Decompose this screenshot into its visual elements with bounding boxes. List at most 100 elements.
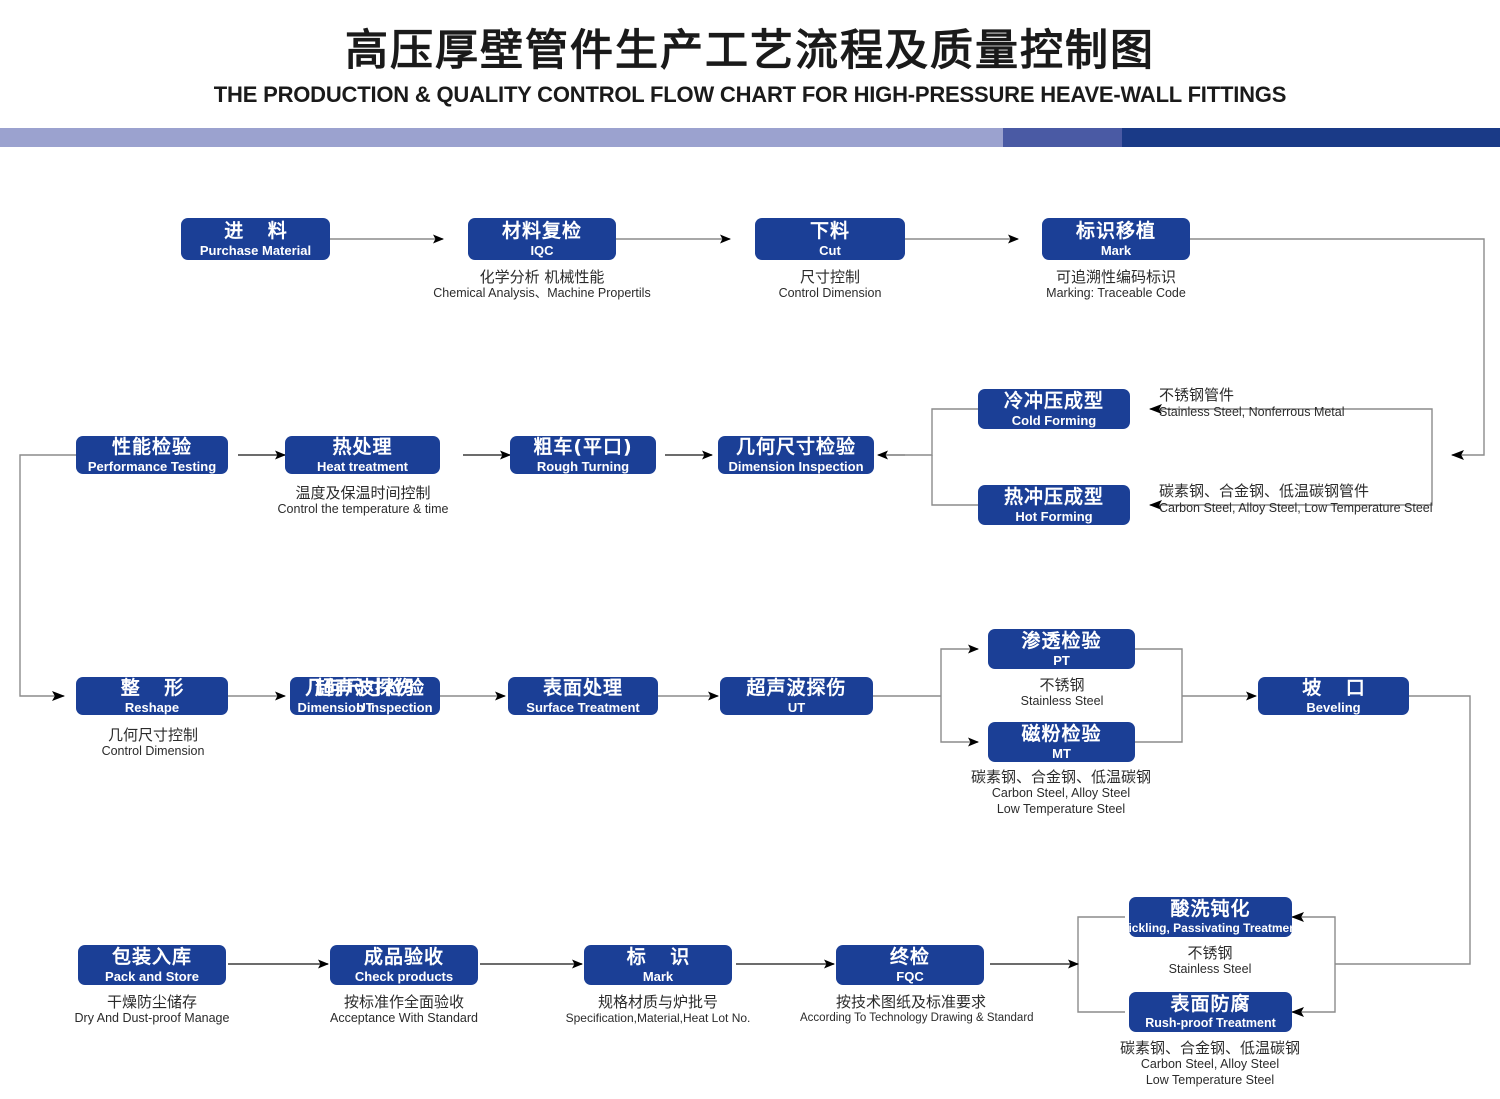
- node-label-cn: 下料: [809, 219, 850, 242]
- node-label-cn: 终检: [889, 945, 930, 968]
- sidelabel-cn: 碳素钢、合金钢、低温碳钢管件: [1159, 482, 1370, 500]
- sidelabel-cn: 不锈钢管件: [1159, 386, 1235, 404]
- node-label-cn: 性能检验: [111, 435, 192, 458]
- node-label-en: MT: [1052, 745, 1071, 761]
- node-purchase-material[interactable]: 进 料 Purchase Material: [181, 218, 330, 260]
- node-pickling-passivating[interactable]: 酸洗钝化 Pickling, Passivating Treatment: [1120, 897, 1301, 937]
- note-cn: 按技术图纸及标准要求: [835, 993, 986, 1011]
- node-label-cn: 表面防腐: [1170, 992, 1251, 1015]
- node-label-en: FQC: [896, 968, 924, 984]
- note-reshape: 几何尺寸控制 Control Dimension: [28, 726, 278, 760]
- note-en: Control the temperature & time: [277, 502, 449, 517]
- node-cold-forming[interactable]: 冷冲压成型 Cold Forming: [978, 389, 1130, 429]
- node-label-cn: 冷冲压成型: [1003, 389, 1104, 412]
- note-cn: 几何尺寸控制: [107, 726, 198, 744]
- note-en: Marking: Traceable Code: [1046, 286, 1186, 301]
- node-surface-treatment[interactable]: 表面处理 Surface Treatment: [508, 677, 658, 715]
- note-en-line1: Carbon Steel, Alloy Steel: [1140, 1057, 1280, 1072]
- node-label-en: Dimension Inspection: [297, 699, 433, 715]
- node-label-cn: 酸洗钝化: [1170, 898, 1251, 920]
- node-label-en: Rush-proof Treatment: [1145, 1015, 1276, 1030]
- node-label-en: Pickling, Passivating Treatment: [1120, 921, 1301, 935]
- node-label-en: Cut: [819, 242, 841, 258]
- note-pickling: 不锈钢 Stainless Steel: [1110, 944, 1310, 978]
- node-label-en: Hot Forming: [1015, 508, 1093, 524]
- note-pt: 不锈钢 Stainless Steel: [962, 676, 1162, 710]
- node-rough-turning[interactable]: 粗车(平口) Rough Turning: [510, 436, 656, 474]
- note-en: Control Dimension: [778, 286, 882, 301]
- note-mt: 碳素钢、合金钢、低温碳钢 Carbon Steel, Alloy Steel L…: [941, 768, 1181, 817]
- node-pt[interactable]: 渗透检验 PT: [988, 629, 1135, 669]
- node-heat-treatment[interactable]: 热处理 Heat treatment: [285, 436, 440, 474]
- node-label-cn: 超声波探伤: [746, 676, 847, 699]
- note-cn: 干燥防尘储存: [106, 993, 197, 1011]
- node-mark-final[interactable]: 标 识 Mark: [584, 945, 732, 985]
- node-label-cn: 几何尺寸检验: [735, 435, 856, 458]
- node-reshape[interactable]: 整 形 Reshape: [76, 677, 228, 715]
- note-mark-final: 规格材质与炉批号 Specification,Material,Heat Lot…: [547, 993, 769, 1026]
- node-label-en: Mark: [642, 968, 674, 984]
- header-bar-segment-medium: [1003, 128, 1122, 147]
- note-cn: 按标准作全面验收: [343, 993, 464, 1011]
- node-label-cn: 热冲压成型: [1003, 485, 1104, 508]
- note-en: Specification,Material,Heat Lot No.: [565, 1011, 751, 1026]
- note-en-line2: Low Temperature Steel: [1145, 1072, 1275, 1087]
- node-label-en: Heat treatment: [316, 458, 409, 474]
- node-label-en: Pack and Store: [105, 968, 199, 984]
- node-label-en: Mark: [1100, 242, 1132, 258]
- note-fqc: 按技术图纸及标准要求 According To Technology Drawi…: [800, 993, 1034, 1025]
- note-cn: 尺寸控制: [799, 268, 860, 286]
- note-cn: 可追溯性编码标识: [1055, 268, 1176, 286]
- note-heat-treatment: 温度及保温时间控制 Control the temperature & time: [238, 484, 488, 518]
- node-iqc[interactable]: 材料复检 IQC: [468, 218, 616, 260]
- node-pack-and-store[interactable]: 包装入库 Pack and Store: [78, 945, 226, 985]
- sidelabel-hot-forming: 碳素钢、合金钢、低温碳钢管件 Carbon Steel, Alloy Steel…: [1159, 482, 1433, 516]
- header-bar-segment-dark: [1122, 128, 1500, 147]
- node-label-en: Surface Treatment: [526, 699, 640, 715]
- node-label-cn: 粗车(平口): [533, 435, 633, 458]
- note-en-line1: Carbon Steel, Alloy Steel: [991, 786, 1131, 801]
- note-en: Stainless Steel: [1020, 694, 1104, 709]
- note-en: Chemical Analysis、Machine Propertils: [433, 286, 651, 301]
- node-rustproof-treatment[interactable]: 表面防腐 Rush-proof Treatment: [1129, 992, 1292, 1032]
- node-label-cn: 标 识: [626, 945, 699, 968]
- page-title-en: THE PRODUCTION & QUALITY CONTROL FLOW CH…: [213, 82, 1287, 107]
- node-label-en: Dimension Inspection: [728, 458, 864, 474]
- header-bar-segment-light: [0, 128, 1003, 147]
- node-ut[interactable]: 超声波探伤 UT: [720, 677, 873, 715]
- node-label-en: Rough Turning: [536, 458, 630, 474]
- node-label-en: Beveling: [1306, 699, 1361, 715]
- node-check-products[interactable]: 成品验收 Check products: [330, 945, 478, 985]
- node-hot-forming[interactable]: 热冲压成型 Hot Forming: [978, 485, 1130, 525]
- node-label-cn: 成品验收: [363, 945, 444, 968]
- node-cut[interactable]: 下料 Cut: [755, 218, 905, 260]
- node-label-cn: 磁粉检验: [1021, 722, 1102, 745]
- node-mt[interactable]: 磁粉检验 MT: [988, 722, 1135, 762]
- node-fqc[interactable]: 终检 FQC: [836, 945, 984, 985]
- note-iqc: 化学分析 机械性能 Chemical Analysis、Machine Prop…: [418, 268, 666, 302]
- note-cut: 尺寸控制 Control Dimension: [706, 268, 954, 302]
- note-en: According To Technology Drawing & Standa…: [800, 1012, 1034, 1025]
- node-label-en: Reshape: [124, 699, 180, 715]
- note-rustproof: 碳素钢、合金钢、低温碳钢 Carbon Steel, Alloy Steel L…: [1090, 1039, 1330, 1088]
- note-cn: 规格材质与炉批号: [597, 993, 718, 1011]
- node-label-cn: 整 形: [120, 676, 193, 699]
- node-dimension-inspection-2[interactable]: 几何尺寸检验 Dimension Inspection 超声波探伤 UT: [290, 677, 440, 715]
- note-cn: 化学分析 机械性能: [479, 268, 605, 286]
- node-mark-transplant[interactable]: 标识移植 Mark: [1042, 218, 1190, 260]
- node-label-cn: 热处理: [332, 435, 393, 458]
- node-label-en: Performance Testing: [87, 458, 217, 474]
- node-dimension-inspection-1[interactable]: 几何尺寸检验 Dimension Inspection: [718, 436, 874, 474]
- node-label-cn: 包装入库: [111, 945, 192, 968]
- note-en: Dry And Dust-proof Manage: [74, 1011, 230, 1026]
- node-performance-testing[interactable]: 性能检验 Performance Testing: [76, 436, 228, 474]
- node-label-en: Purchase Material: [199, 242, 312, 258]
- sidelabel-en: Carbon Steel, Alloy Steel, Low Temperatu…: [1159, 500, 1433, 515]
- node-label-cn: 坡 口: [1302, 676, 1374, 699]
- note-en-line2: Low Temperature Steel: [996, 801, 1126, 816]
- note-mark-transplant: 可追溯性编码标识 Marking: Traceable Code: [992, 268, 1240, 302]
- node-beveling[interactable]: 坡 口 Beveling: [1258, 677, 1409, 715]
- node-label-en: IQC: [530, 242, 554, 258]
- note-en: Stainless Steel: [1168, 962, 1252, 977]
